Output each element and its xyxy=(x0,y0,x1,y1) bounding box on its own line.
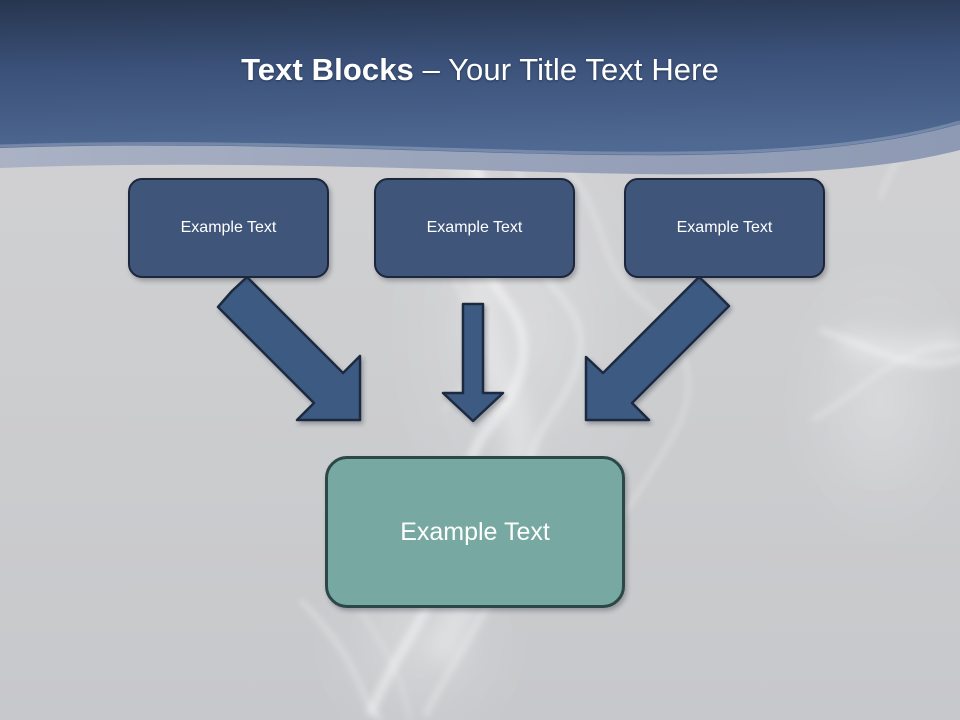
text-block-3[interactable]: Example Text xyxy=(624,178,825,278)
text-block-1[interactable]: Example Text xyxy=(128,178,329,278)
text-block-2-label: Example Text xyxy=(426,219,523,236)
header-blue xyxy=(0,0,960,156)
result-text-block[interactable]: Example Text xyxy=(325,456,625,608)
page-title: Text Blocks – Your Title Text Here xyxy=(0,50,960,90)
page-title-separator: – xyxy=(413,52,449,87)
text-block-3-label: Example Text xyxy=(676,219,773,236)
header-curve-highlight xyxy=(0,120,960,155)
header-banner xyxy=(0,0,960,175)
page-title-bold: Text Blocks xyxy=(241,52,414,87)
page-title-light: Your Title Text Here xyxy=(448,52,719,87)
arrow-right xyxy=(584,275,731,422)
text-block-2[interactable]: Example Text xyxy=(374,178,575,278)
arrow-middle xyxy=(441,302,505,423)
result-text-block-label: Example Text xyxy=(400,517,550,546)
text-block-1-label: Example Text xyxy=(180,219,277,236)
arrow-left xyxy=(216,275,362,422)
